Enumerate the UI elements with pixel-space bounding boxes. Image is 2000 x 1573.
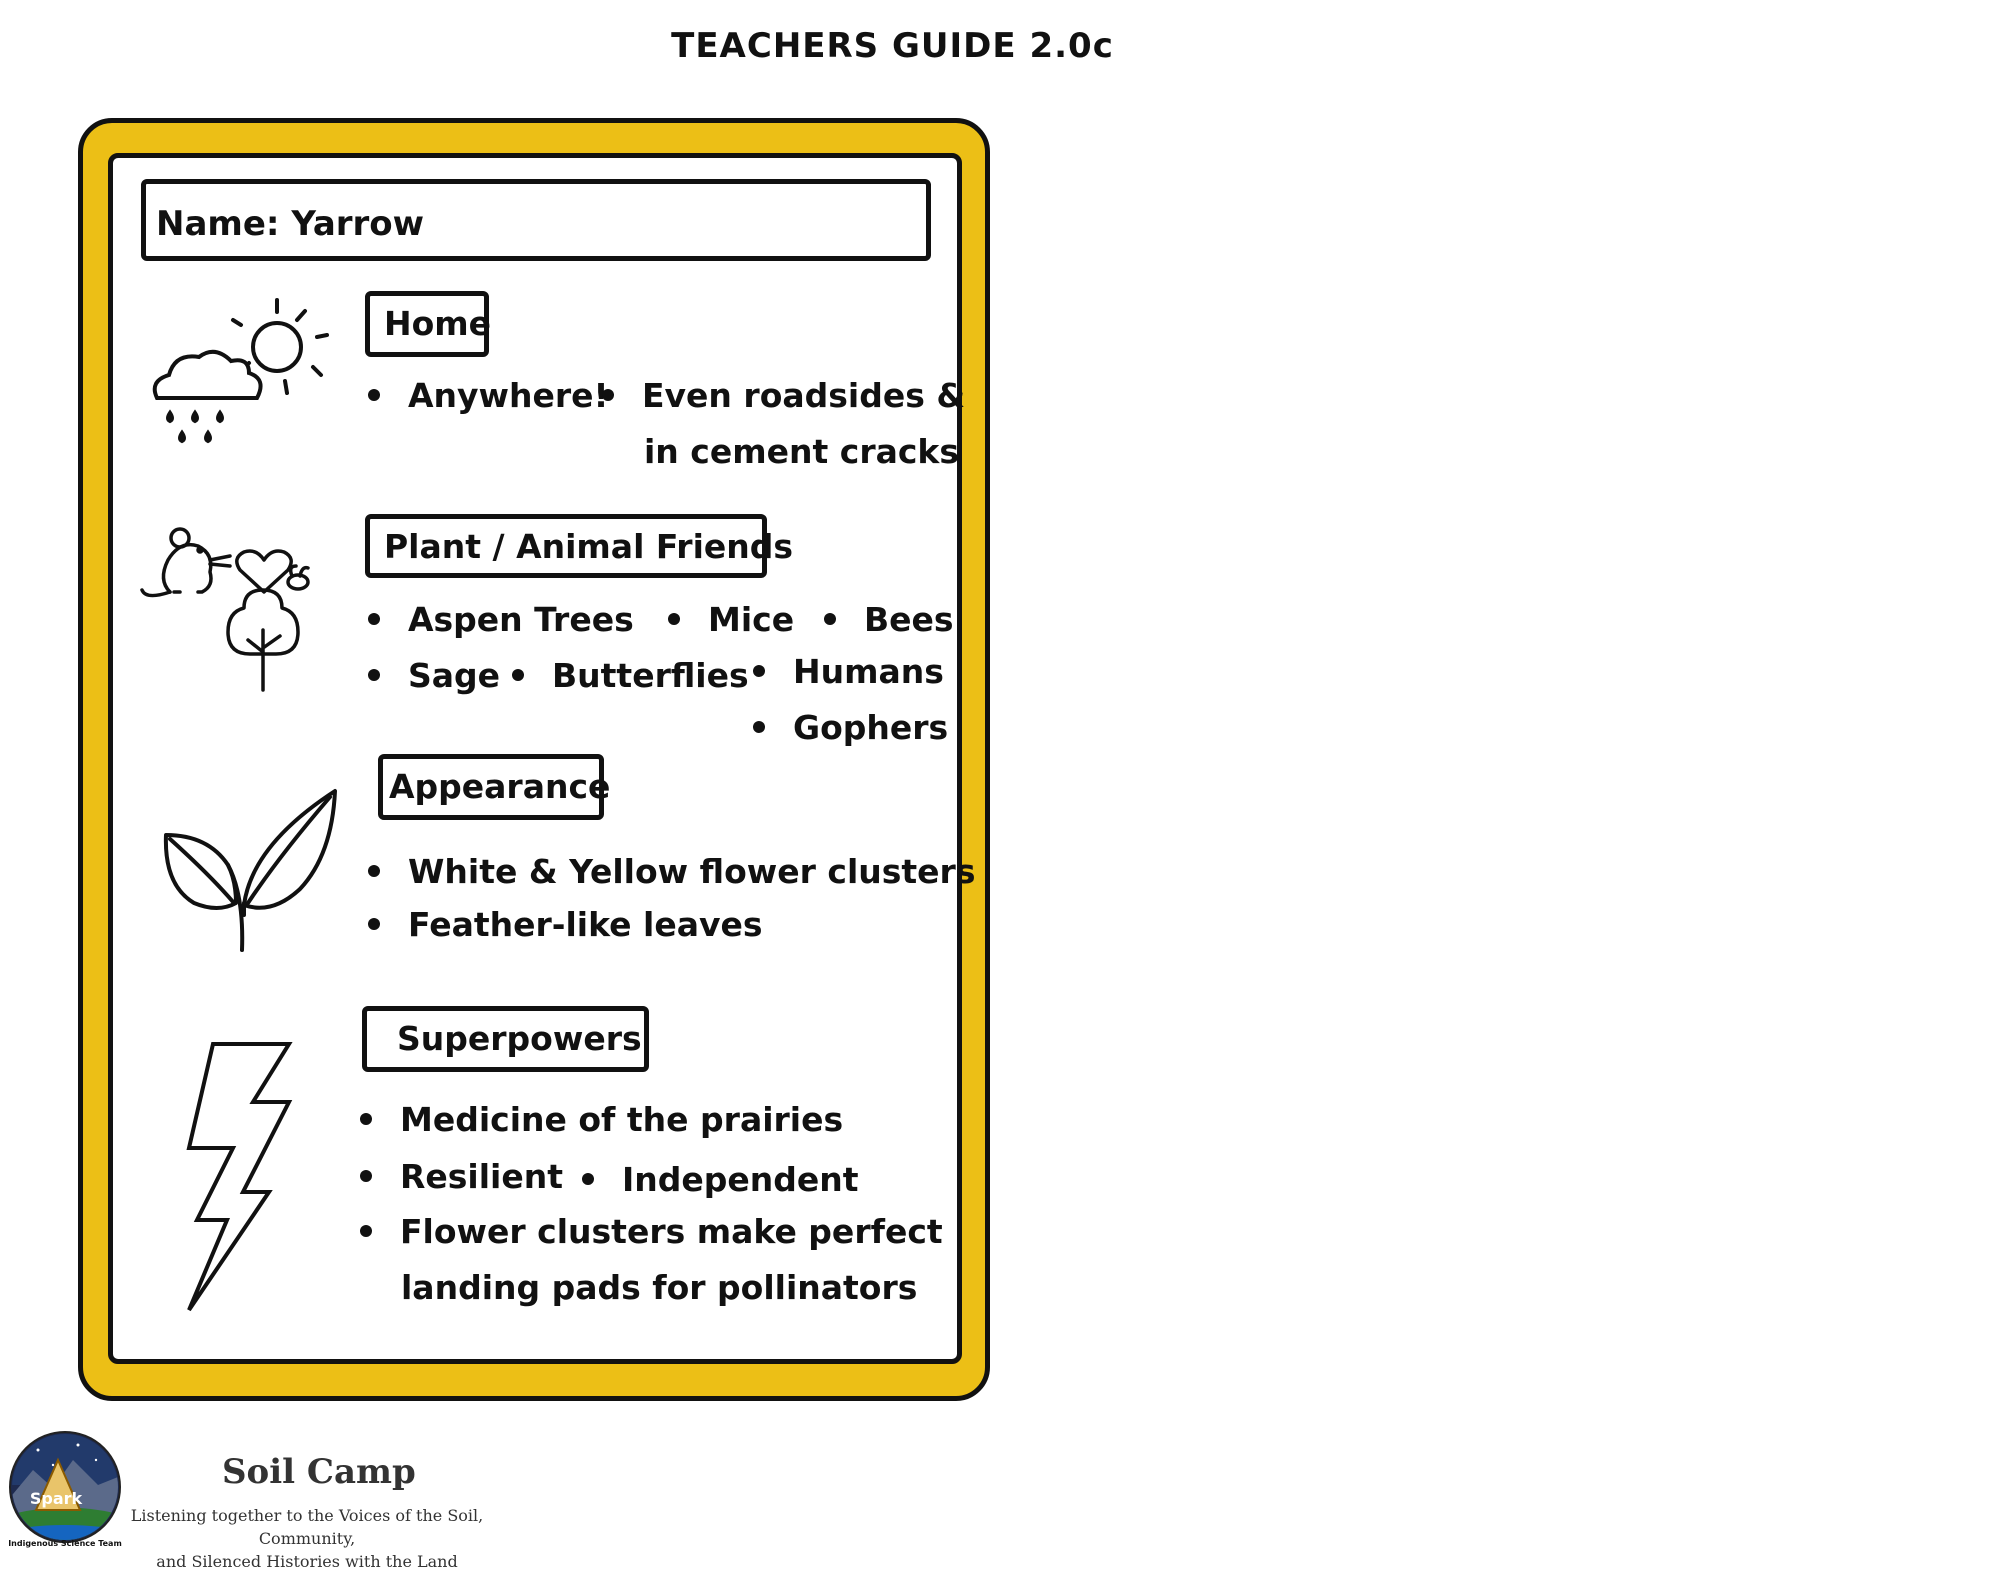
bullet (753, 720, 765, 733)
bullet (368, 864, 380, 877)
animal-friends-icon (140, 527, 310, 692)
bullet (668, 612, 680, 625)
friend-item-sage: Sage (368, 656, 500, 696)
home-item-anywhere: Anywhere! (368, 376, 609, 416)
home-item-roadsides: Even roadsides & (602, 376, 965, 416)
bullet (368, 612, 380, 625)
name-field: Name: Yarrow (141, 179, 931, 261)
appearance-item-leaves: Feather-like leaves (368, 905, 763, 945)
home-item-cement: in cement cracks (644, 432, 960, 471)
bullet (368, 388, 380, 401)
appearance-label: Appearance (378, 754, 610, 820)
leaf-icon (163, 789, 337, 952)
logo-ring-text: Indigenous Science Team (8, 1539, 122, 1548)
bullet (360, 1224, 372, 1237)
bullet (602, 388, 614, 401)
footer-title: Soil Camp (222, 1452, 416, 1492)
friend-item-aspen: Aspen Trees (368, 600, 634, 640)
power-item-landing-pads: landing pads for pollinators (401, 1268, 918, 1307)
weather-icon (152, 298, 329, 444)
power-item-resilient: Resilient (360, 1157, 563, 1197)
friend-item-bees: Bees (824, 600, 954, 640)
bullet (360, 1169, 372, 1182)
footer-subtitle-line1: Listening together to the Voices of the … (130, 1506, 484, 1548)
footer-subtitle-line2: and Silenced Histories with the Land (156, 1552, 458, 1571)
power-item-independent: Independent (582, 1160, 859, 1200)
bullet (582, 1172, 594, 1185)
home-label: Home (365, 291, 491, 357)
friend-item-butterflies: Butterflies (512, 656, 749, 696)
friend-item-humans: Humans (753, 652, 944, 692)
friend-item-gophers: Gophers (753, 708, 948, 748)
appearance-item-flowers: White & Yellow flower clusters (368, 852, 975, 892)
bullet (368, 917, 380, 930)
friend-item-mice: Mice (668, 600, 794, 640)
bullet (512, 668, 524, 681)
power-item-medicine: Medicine of the prairies (360, 1100, 843, 1140)
friends-label: Plant / Animal Friends (365, 514, 793, 578)
bullet (824, 612, 836, 625)
soil-camp-logo: Spark Indigenous Science Team (8, 1431, 122, 1548)
power-item-flower-clusters: Flower clusters make perfect (360, 1212, 943, 1252)
lightning-icon (186, 1042, 293, 1312)
logo-text: Spark (30, 1489, 83, 1508)
page-title: TEACHERS GUIDE 2.0c (671, 26, 1114, 66)
bullet (368, 668, 380, 681)
bullet (753, 664, 765, 677)
footer-subtitle: Listening together to the Voices of the … (112, 1504, 502, 1573)
bullet (360, 1112, 372, 1125)
superpowers-label: Superpowers (362, 1006, 649, 1072)
